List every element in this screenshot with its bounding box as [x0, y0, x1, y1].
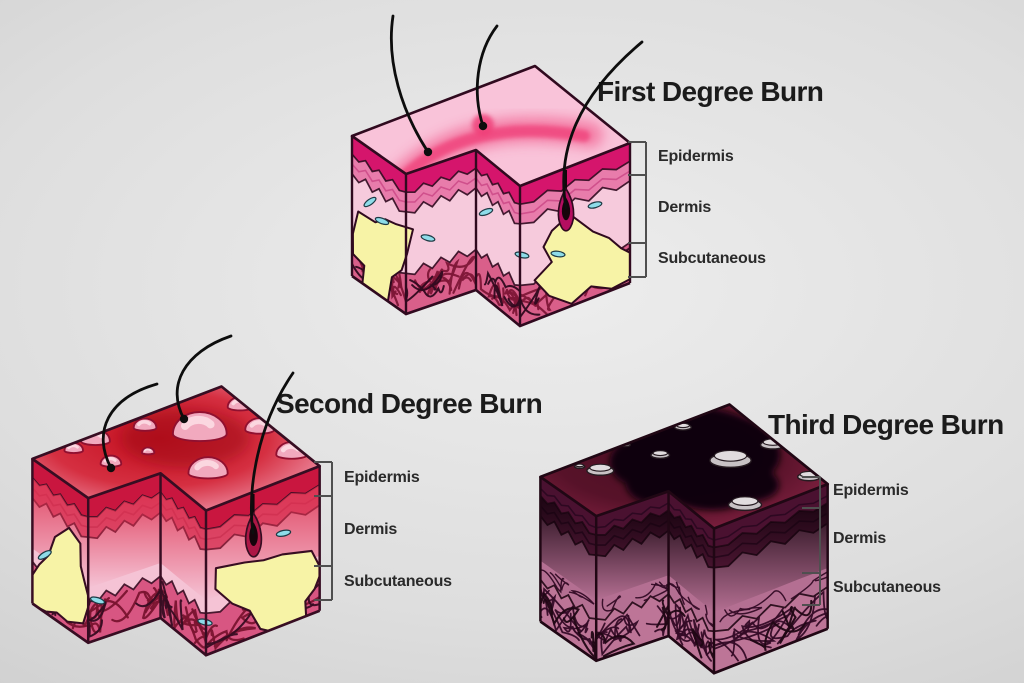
third-degree-skin-block-illustration — [539, 403, 830, 675]
third-degree-label-subcutaneous: Subcutaneous — [833, 579, 941, 596]
second-degree-label-dermis: Dermis — [344, 521, 398, 538]
first-degree-label-epidermis: Epidermis — [658, 148, 734, 165]
first-degree-skin-block-illustration — [350, 64, 632, 328]
second-degree-label-epidermis: Epidermis — [344, 469, 420, 486]
second-degree-skin-block-illustration — [31, 385, 322, 657]
second-degree-label-subcutaneous: Subcutaneous — [344, 573, 452, 590]
third-degree-label-epidermis: Epidermis — [833, 482, 909, 499]
third-degree-label-dermis: Dermis — [833, 530, 887, 547]
third-degree-title: Third Degree Burn — [768, 409, 1004, 440]
second-degree-title: Second Degree Burn — [276, 388, 543, 419]
first-degree-label-subcutaneous: Subcutaneous — [658, 250, 766, 267]
first-degree-label-dermis: Dermis — [658, 199, 712, 216]
